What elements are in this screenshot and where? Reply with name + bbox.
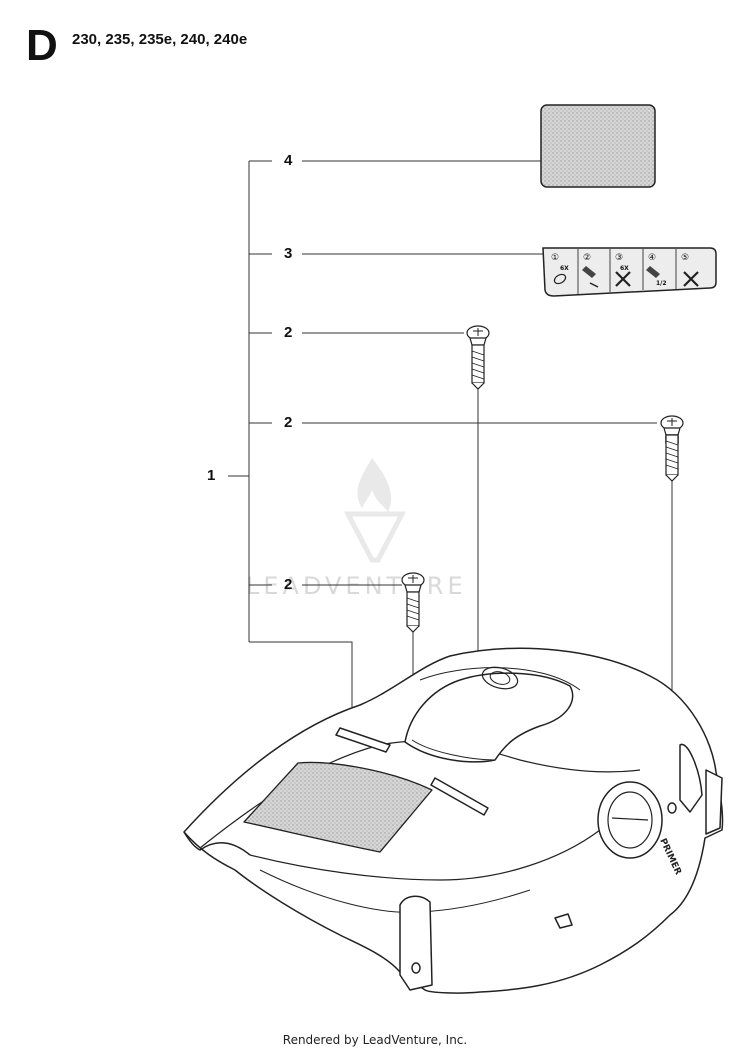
label-step-2: ② [583, 253, 591, 263]
callout-screw-left: 2 [284, 576, 293, 593]
screw-right-shank [665, 434, 679, 482]
footer-credit: Rendered by LeadVenture, Inc. [282, 1033, 468, 1047]
label-step-4-text: 1/2 [656, 280, 667, 287]
label-step-1: ① [551, 253, 559, 263]
choke-icon [553, 273, 567, 285]
decal-part [540, 104, 656, 188]
screw-top [466, 325, 490, 390]
callout-assembly: 1 [207, 467, 216, 484]
label-step-1-text: 6X [560, 265, 569, 272]
callout-start-label: 3 [284, 245, 293, 262]
callout-decal: 4 [284, 152, 293, 169]
pull-cord-icon [582, 266, 596, 278]
watermark-logo [343, 458, 407, 563]
pull-cord-icon-2 [646, 266, 660, 278]
label-step-5: ⑤ [681, 253, 689, 263]
section-letter: D [26, 21, 58, 70]
callout-screw-top: 2 [284, 324, 293, 341]
label-step-3: ③ [615, 253, 623, 263]
watermark-text: LEADVENTURE [246, 572, 467, 600]
label-step-3-text: 6X [620, 265, 629, 272]
model-list: 230, 235, 235e, 240, 240e [72, 31, 248, 48]
cross-icon [615, 271, 631, 287]
screw-left [401, 572, 425, 633]
callout-screw-right: 2 [284, 414, 293, 431]
label-step-4: ④ [648, 253, 656, 263]
start-instruction-label: ① ② ③ ④ ⑤ 6X 6X 1/2 [542, 247, 717, 297]
brand-badge-icon [481, 666, 519, 690]
cross-icon-2 [683, 271, 699, 287]
cylinder-cover-assembly [183, 647, 724, 994]
